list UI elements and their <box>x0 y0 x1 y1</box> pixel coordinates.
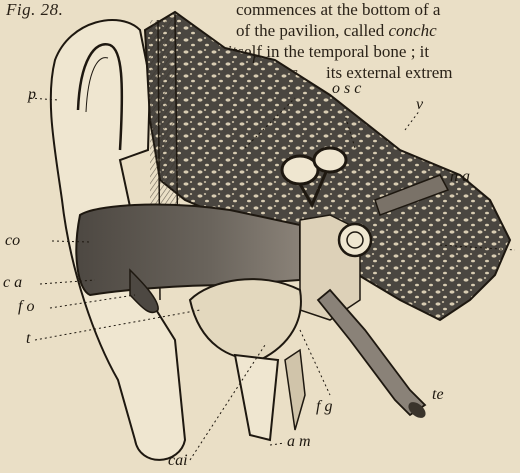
label-te: te <box>432 386 444 404</box>
label-p: p <box>28 86 36 104</box>
label-t: t <box>26 330 30 348</box>
label-osc: o s c <box>332 80 361 98</box>
eustachian-tube <box>318 290 425 415</box>
label-na: n a <box>450 168 470 186</box>
label-v: v <box>416 96 423 114</box>
label-fo: f o <box>18 298 34 316</box>
label-fg: f g <box>316 398 332 416</box>
label-co: co <box>5 232 20 250</box>
label-r: r <box>252 50 258 68</box>
label-am: a m <box>287 433 311 451</box>
label-ca: c a <box>3 274 22 292</box>
cochlea <box>339 224 371 256</box>
glenoid-fossa <box>190 279 301 360</box>
label-cai: cai <box>168 452 188 470</box>
styloid-process <box>285 350 305 430</box>
mastoid-process <box>235 355 278 440</box>
